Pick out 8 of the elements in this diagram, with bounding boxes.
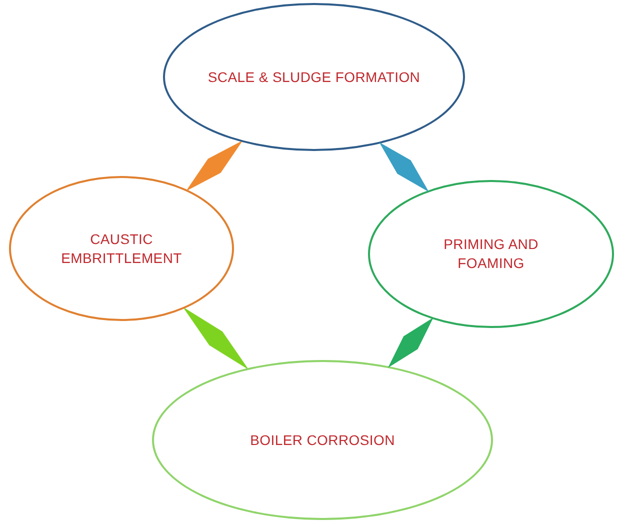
diamond-connector [184, 308, 248, 369]
topic-label: BOILER CORROSION [250, 430, 395, 450]
diamond-connector [186, 141, 242, 190]
topic-label: SCALE & SLUDGE FORMATION [208, 68, 420, 86]
topic-label: PRIMING AND FOAMING [442, 235, 540, 273]
diamond-connector [388, 318, 434, 368]
diamond-connector [379, 142, 429, 192]
topic-label: CAUSTIC EMBRITTLEMENT [60, 230, 183, 268]
